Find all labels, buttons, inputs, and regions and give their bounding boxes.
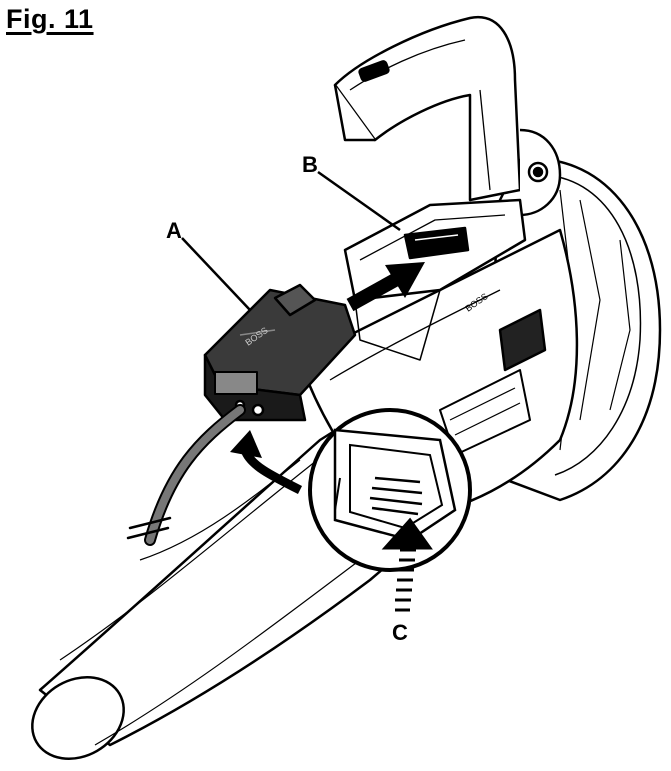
blower-handle <box>333 15 562 217</box>
leader-lines <box>181 170 401 311</box>
latch-detail-inset <box>308 408 472 572</box>
power-cord <box>126 404 246 546</box>
battery-pack <box>203 283 357 422</box>
push-arrow <box>381 517 433 612</box>
figure-title: Fig. 11 <box>6 4 94 34</box>
callout-b: B <box>302 152 318 177</box>
insertion-arrow <box>346 262 425 312</box>
leader-line-b <box>317 170 401 232</box>
curved-arrow <box>230 430 303 495</box>
leader-line-a <box>181 237 251 311</box>
callout-c: C <box>392 620 408 645</box>
callout-a: A <box>166 218 182 243</box>
